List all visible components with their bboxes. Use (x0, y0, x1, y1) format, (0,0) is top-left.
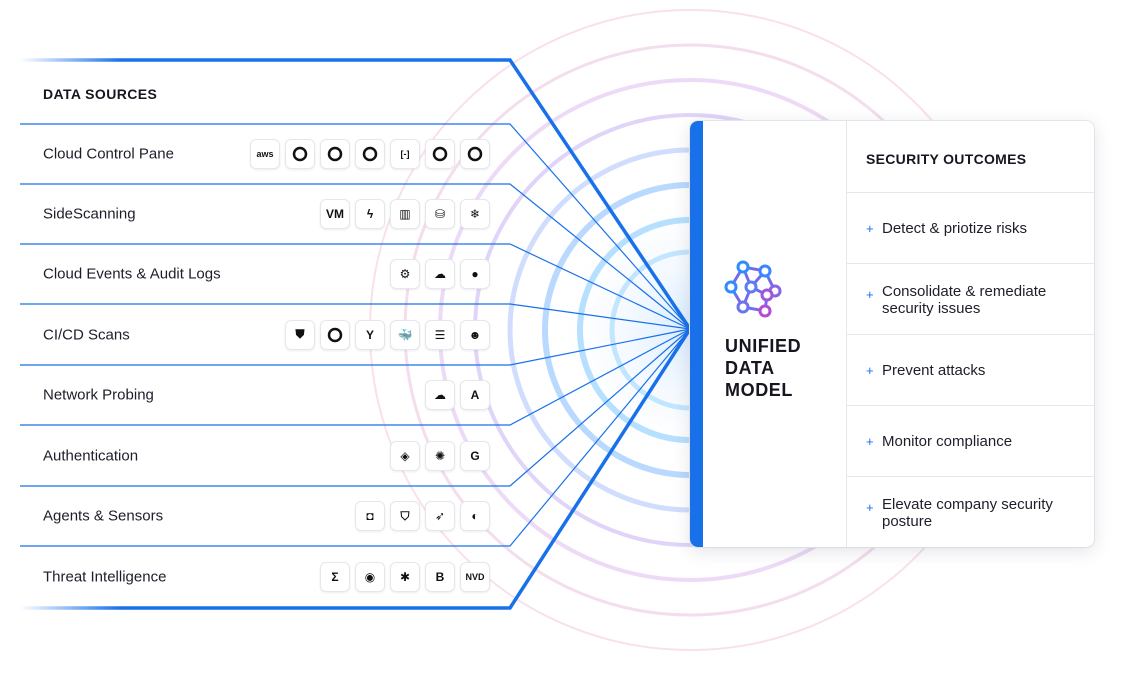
data-source-label: Threat Intelligence (43, 568, 167, 586)
sentinelone-logo-icon: ◘ (355, 501, 385, 531)
model-title-line: MODEL (725, 380, 793, 400)
serverless-function-logo-icon: ϟ (355, 199, 385, 229)
spider-logo-icon: ✱ (390, 562, 420, 592)
data-source-row: Agents & Sensors ◘⛉➶◐ (0, 486, 510, 546)
sigma-logo-icon: Σ (320, 562, 350, 592)
audit-log-logo-icon: ● (460, 259, 490, 289)
storage-bucket-logo-icon: ⛁ (425, 199, 455, 229)
model-title-line: UNIFIED (725, 336, 802, 356)
security-outcome-text: Detect & priotize risks (882, 220, 1028, 237)
data-source-label: Cloud Events & Audit Logs (43, 265, 221, 283)
unified-data-model: UNIFIED DATA MODEL (703, 121, 847, 547)
data-source-logos: ⚙☁● (390, 259, 490, 289)
data-source-logos: ◘⛉➶◐ (355, 501, 490, 531)
data-source-label: SideScanning (43, 205, 136, 223)
terraform-logo-icon: Y (355, 319, 385, 350)
security-outcomes: SECURITY OUTCOMES + Detect & priotize ris… (847, 121, 1094, 547)
security-outcome-item: + Elevate company security posture (847, 476, 1094, 547)
plus-icon: + (866, 363, 874, 378)
plus-icon: + (866, 221, 874, 236)
security-outcome-item: + Detect & priotize risks (847, 192, 1094, 264)
security-outcome-item: + Prevent attacks (847, 334, 1094, 406)
crowdstrike-logo-icon: ➶ (425, 501, 455, 531)
security-outcome-item: + Monitor compliance (847, 405, 1094, 477)
security-outcome-text: Monitor compliance (882, 433, 1013, 450)
unified-data-model-title: UNIFIED DATA MODEL (725, 335, 801, 401)
okta-logo-icon: ✺ (425, 440, 455, 471)
ibm-cloud-logo-icon (460, 139, 490, 169)
nvd-logo-icon: NVD (460, 562, 490, 592)
oracle-cloud-logo-icon (425, 139, 455, 169)
iac-file-logo-icon: ☰ (425, 319, 455, 350)
alibaba-cloud-logo-icon: [-] (390, 139, 420, 169)
data-source-row: CI/CD Scans ⛊ Y🐳☰☻ (0, 304, 510, 365)
plus-icon: + (866, 500, 874, 515)
kubernetes-logo-icon (355, 139, 385, 169)
data-source-label: Cloud Control Pane (43, 145, 174, 163)
data-source-logos: aws [-] (250, 139, 490, 169)
aws-logo-icon: aws (250, 139, 280, 169)
cybereason-logo-icon: ◐ (460, 501, 490, 531)
cloudflare-logo-icon: ☁ (425, 380, 455, 410)
data-source-row: Network Probing ☁A (0, 365, 510, 425)
gitlab-logo-icon: ☻ (460, 319, 490, 350)
vm-logo-icon: VM (320, 199, 350, 229)
data-source-label: Agents & Sensors (43, 507, 164, 525)
security-outcome-text: Elevate company security posture (882, 495, 1053, 530)
docker-logo-icon: 🐳 (390, 319, 420, 350)
security-outcome-text: Consolidate & remediate security issues (882, 282, 1047, 317)
defender-logo-icon: ⛉ (390, 501, 420, 531)
data-source-logos: ◈✺G (390, 440, 490, 471)
data-source-label: Network Probing (43, 386, 154, 404)
plus-icon: + (866, 434, 874, 449)
security-outcomes-title: SECURITY OUTCOMES (866, 151, 1027, 167)
data-sources-title: DATA SOURCES (43, 86, 158, 102)
google-logo-icon: G (460, 440, 490, 471)
data-source-label: CI/CD Scans (43, 326, 130, 343)
google-cloud-logo-icon (285, 139, 315, 169)
cloud-logging-logo-icon: ☁ (425, 259, 455, 289)
funnel-outline (20, 58, 692, 610)
jumpcloud-logo-icon: ◈ (390, 440, 420, 471)
data-source-logos: ☁A (425, 380, 490, 410)
security-outcome-item: + Consolidate & remediate security issues (847, 263, 1094, 335)
data-source-row: Authentication ◈✺G (0, 425, 510, 486)
data-source-row: Cloud Control Pane aws [-] (0, 124, 510, 184)
threat-intel-logo-icon: ◉ (355, 562, 385, 592)
plus-icon: + (866, 287, 874, 302)
network-graph-icon (724, 260, 782, 318)
model-title-line: DATA (725, 358, 775, 378)
panel-accent-bar (690, 121, 703, 547)
jenkins-logo-icon: ⛊ (285, 319, 315, 350)
github-logo-icon (320, 319, 350, 350)
outcomes-panel: UNIFIED DATA MODEL SECURITY OUTCOMES + De… (690, 121, 1094, 547)
b-logo-icon: B (425, 562, 455, 592)
snowflake-logo-icon: ❄ (460, 199, 490, 229)
container-registry-logo-icon: ▥ (390, 199, 420, 229)
data-source-row: Cloud Events & Audit Logs ⚙☁● (0, 244, 510, 304)
row-dividers (20, 123, 691, 547)
akamai-logo-icon: A (460, 380, 490, 410)
cloudtrail-logo-icon: ⚙ (390, 259, 420, 289)
data-source-logos: ⛊ Y🐳☰☻ (285, 319, 490, 350)
azure-logo-icon (320, 139, 350, 169)
data-source-label: Authentication (43, 447, 139, 464)
security-outcome-text: Prevent attacks (882, 362, 986, 379)
